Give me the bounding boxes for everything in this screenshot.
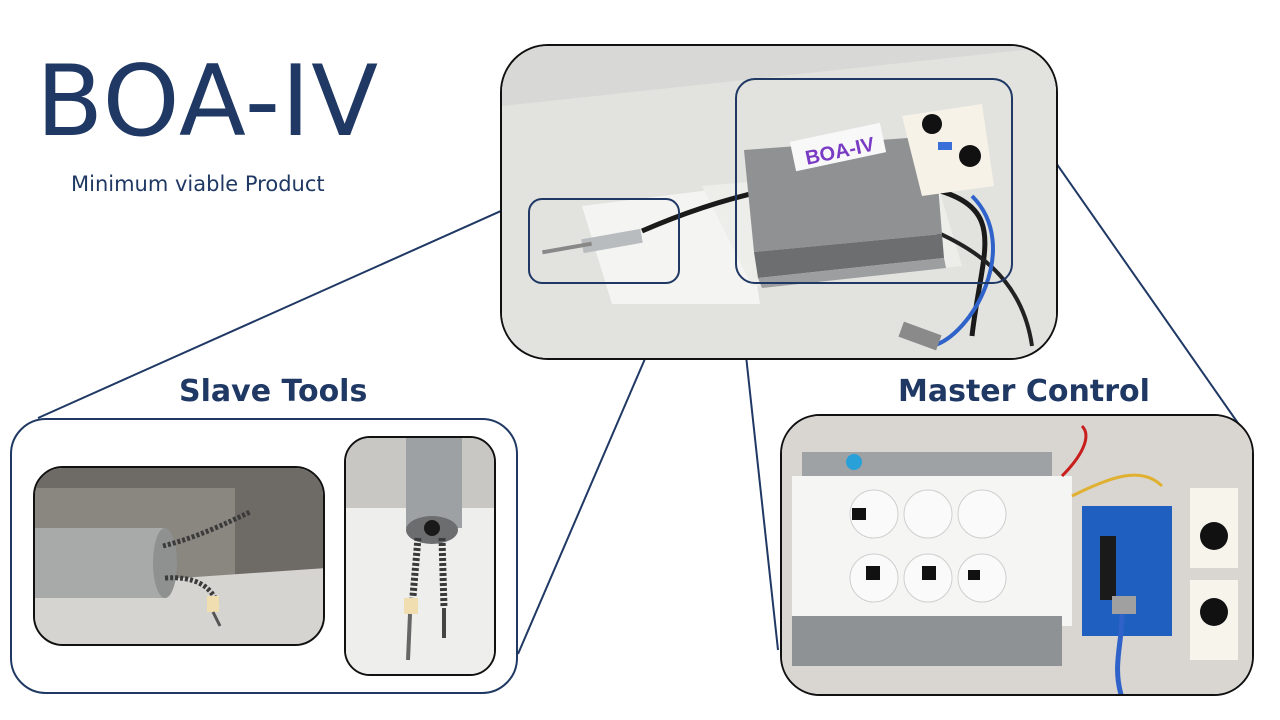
page-subtitle: Minimum viable Product <box>71 172 325 196</box>
master-control-graphic <box>782 416 1252 694</box>
slave-tool-photo-front <box>344 436 496 676</box>
master-control-heading: Master Control <box>898 374 1150 409</box>
overview-photo-graphic: BOA-IV <box>502 46 1056 358</box>
master-highlight-box <box>735 78 1013 284</box>
slave-tool-front-graphic <box>346 438 494 674</box>
slave-tools-frame <box>10 418 518 694</box>
slave-tools-heading: Slave Tools <box>179 374 368 409</box>
overview-photo: BOA-IV <box>500 44 1058 360</box>
master-control-photo <box>780 414 1254 696</box>
slave-highlight-box <box>528 198 680 284</box>
connector-line <box>37 197 531 419</box>
page-title: BOA-IV <box>36 45 380 159</box>
slave-tool-photo-side <box>33 466 325 646</box>
slave-tool-side-graphic <box>35 468 323 644</box>
